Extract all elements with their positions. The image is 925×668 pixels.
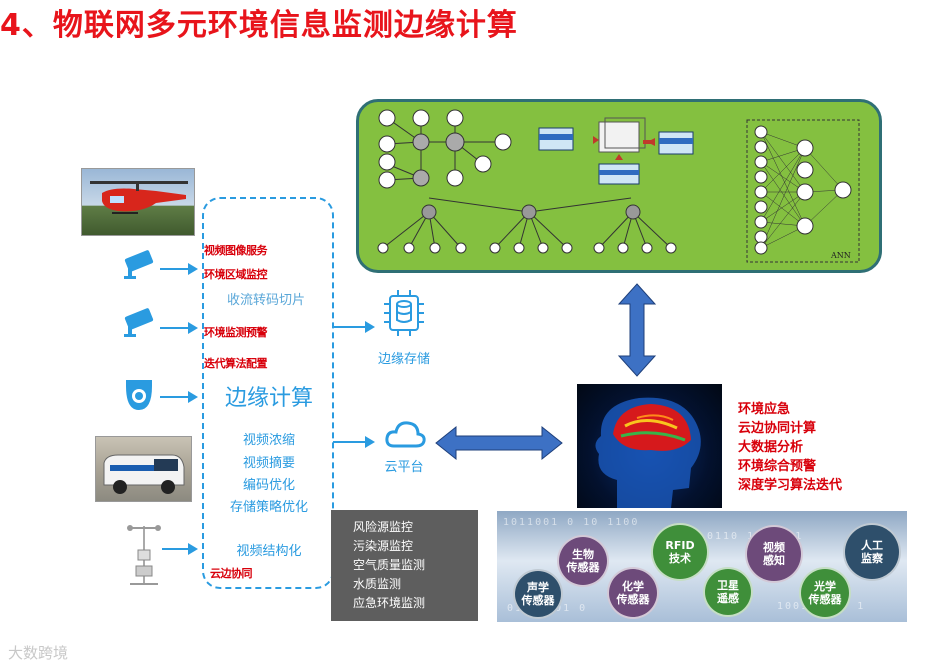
arrow-camera-2 <box>160 322 198 334</box>
stream-transcode-label: 收流转码切片 <box>226 293 305 308</box>
brain-function-2: 大数据分析 <box>738 440 804 455</box>
sensor-panel: 1011001 0 10 1100 0110 101 001 1001 0110… <box>497 511 907 622</box>
monitoring-item-0: 风险源监控 <box>353 520 414 534</box>
brain-ai-image <box>577 384 722 508</box>
brain-function-1: 云边协同计算 <box>738 421 817 436</box>
page-title: 4、物联网多元环境信息监测边缘计算 <box>0 8 518 43</box>
helicopter-photo <box>81 168 195 236</box>
edge-function-3: 存储策略优化 <box>229 500 308 515</box>
monitoring-item-3: 水质监测 <box>353 577 402 591</box>
sensor-bubble-acoustic: 声学 传感器 <box>513 569 563 619</box>
sensor-bubble-biological: 生物 传感器 <box>557 535 609 587</box>
edge-function-0: 视频浓缩 <box>242 433 295 448</box>
sensor-label-video: 视频 感知 <box>763 541 785 567</box>
algorithm-panel: ANN <box>356 99 882 273</box>
monitoring-list-box: 风险源监控 污染源监控 空气质量监测 水质监测 应急环境监测 <box>331 510 478 621</box>
helicopter-icon <box>90 181 188 214</box>
watermark: 大数跨境 <box>8 644 69 662</box>
camera-icon-2 <box>122 304 158 342</box>
weather-station-icon <box>124 520 164 590</box>
arrow-camera-1 <box>160 263 198 275</box>
sensor-bubble-satellite: 卫星 遥感 <box>703 567 753 617</box>
ann-label: ANN <box>830 251 851 260</box>
red-label-cloud-edge: 云边协同 <box>210 567 253 580</box>
cloud-icon <box>384 418 426 456</box>
red-label-area-monitoring: 环境区域监控 <box>204 268 268 281</box>
red-label-warning: 环境监测预警 <box>204 326 268 339</box>
edge-computing-heading: 边缘计算 <box>224 386 313 411</box>
monitoring-item-2: 空气质量监测 <box>353 558 426 572</box>
camera-icon-1 <box>122 246 158 284</box>
database-chip-icon <box>382 288 426 342</box>
edge-function-1: 视频摘要 <box>242 456 295 471</box>
red-label-algorithm-config: 迭代算法配置 <box>204 357 268 370</box>
sensor-bubble-rfid: RFID 技术 <box>651 523 709 581</box>
arrow-to-storage <box>333 321 375 333</box>
sensor-label-manual: 人工 监察 <box>861 539 883 565</box>
brain-function-3: 环境综合预警 <box>738 459 817 474</box>
sensor-bubble-optical: 光学 传感器 <box>799 567 851 619</box>
horizontal-double-arrow <box>434 425 564 465</box>
sensor-bubble-video: 视频 感知 <box>745 525 803 583</box>
sensor-bubble-manual: 人工 监察 <box>843 523 901 581</box>
video-structuring-label: 视频结构化 <box>236 544 302 559</box>
edge-computing-box <box>202 197 334 589</box>
sensor-bubble-chemical: 化学 传感器 <box>607 567 659 619</box>
arrow-dome-camera <box>160 391 198 403</box>
red-label-video-service: 视频图像服务 <box>204 244 268 257</box>
sensor-label-acoustic: 声学 传感器 <box>521 581 555 607</box>
brain-function-4: 深度学习算法迭代 <box>738 478 843 493</box>
arrow-weather <box>162 543 198 555</box>
cloud-platform-label: 云平台 <box>384 460 424 475</box>
monitoring-van-photo <box>95 436 192 502</box>
sensor-label-optical: 光学 传感器 <box>808 580 842 606</box>
sensor-label-chemical: 化学 传感器 <box>616 580 650 606</box>
arrow-to-cloud <box>333 436 375 448</box>
edge-storage-label: 边缘存储 <box>377 352 430 367</box>
sensor-label-satellite: 卫星 遥感 <box>717 579 739 605</box>
brain-function-list: 环境应急 云边协同计算 大数据分析 环境综合预警 深度学习算法迭代 <box>738 400 842 495</box>
edge-function-2: 编码优化 <box>242 478 295 493</box>
algorithm-diagram: ANN <box>377 109 860 263</box>
monitoring-item-1: 污染源监控 <box>353 539 414 553</box>
sensor-label-biological: 生物 传感器 <box>566 548 600 574</box>
monitoring-item-4: 应急环境监测 <box>353 596 426 610</box>
sensor-label-rfid: RFID 技术 <box>665 539 695 565</box>
brain-function-0: 环境应急 <box>738 402 791 417</box>
dome-camera-icon <box>122 378 156 418</box>
vertical-double-arrow <box>617 282 657 382</box>
